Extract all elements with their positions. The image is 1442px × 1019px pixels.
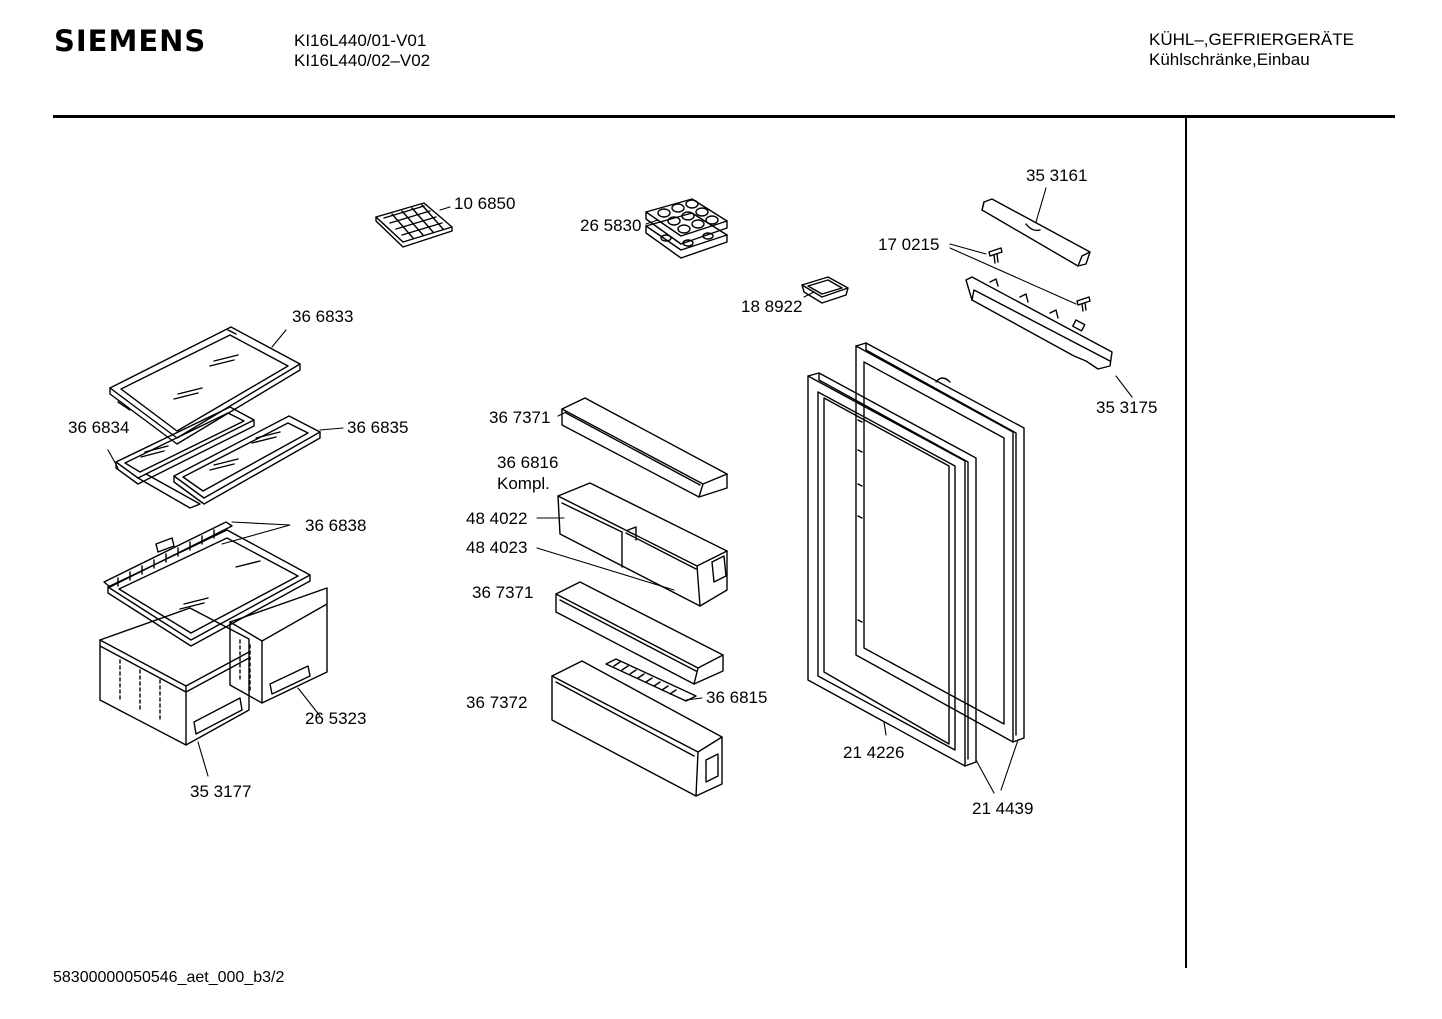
part-label-35-3177: 35 3177 [190,782,252,801]
part-label-kompl: Kompl. [497,474,550,493]
part-label-36-6838: 36 6838 [305,516,367,535]
vegetable-drawer-right-part [230,588,327,703]
model-number-2: KI16L440/02–V02 [294,51,431,70]
part-label-36-6834: 36 6834 [68,418,130,437]
side-divider [1185,118,1187,968]
document-code: 58300000050546_aet_000_b3/2 [53,969,285,986]
part-label-17-0215: 17 0215 [878,235,940,254]
ice-cube-tray-part [376,203,452,247]
crisper-cover-part [104,522,310,646]
part-label-48-4023: 48 4023 [466,538,528,557]
part-label-18-8922: 18 8922 [741,297,803,316]
part-label-36-6815: 36 6815 [706,688,768,707]
part-label-21-4226: 21 4226 [843,743,905,762]
part-label-26-5323: 26 5323 [305,709,367,728]
part-label-36-6835: 36 6835 [347,418,409,437]
split-shelf-part [116,407,254,508]
part-label-36-7371-lower: 36 7371 [472,583,534,602]
part-label-21-4439: 21 4439 [972,799,1034,818]
door-panel-part [856,343,1024,742]
category-title: KÜHL–,GEFRIERGERÄTE [1149,30,1354,49]
bottle-shelf-part [552,661,722,796]
brand-logo: SIEMENS [54,24,207,58]
bottle-rack-part [606,659,696,701]
part-label-36-6833: 36 6833 [292,307,354,326]
door-gasket-part [808,373,976,766]
part-label-36-6816: 36 6816 [497,453,559,472]
part-label-36-7372: 36 7372 [466,693,528,712]
header-divider [53,115,1395,118]
small-container-part [802,277,848,303]
hinge-bracket-part [966,277,1112,369]
glass-shelf-part [110,327,300,444]
screw-part [989,248,1090,311]
part-label-36-7371-top: 36 7371 [489,408,551,427]
part-label-10-6850: 10 6850 [454,194,516,213]
part-label-26-5830: 26 5830 [580,216,642,235]
part-label-48-4022: 48 4022 [466,509,528,528]
cover-strip-part [982,199,1090,266]
door-shelf-lower-part [556,582,723,684]
glass-shelf-half-part [174,416,320,504]
part-label-35-3161: 35 3161 [1026,166,1088,185]
vegetable-drawer-left-part [100,608,249,745]
leader-lines [108,188,1132,793]
egg-tray-part [646,199,727,258]
door-shelf-top-part [562,398,727,497]
model-number-1: KI16L440/01-V01 [294,31,427,50]
category-subtitle: Kühlschränke,Einbau [1149,50,1310,69]
door-bin-assembly-part [558,483,727,606]
part-label-35-3175: 35 3175 [1096,398,1158,417]
